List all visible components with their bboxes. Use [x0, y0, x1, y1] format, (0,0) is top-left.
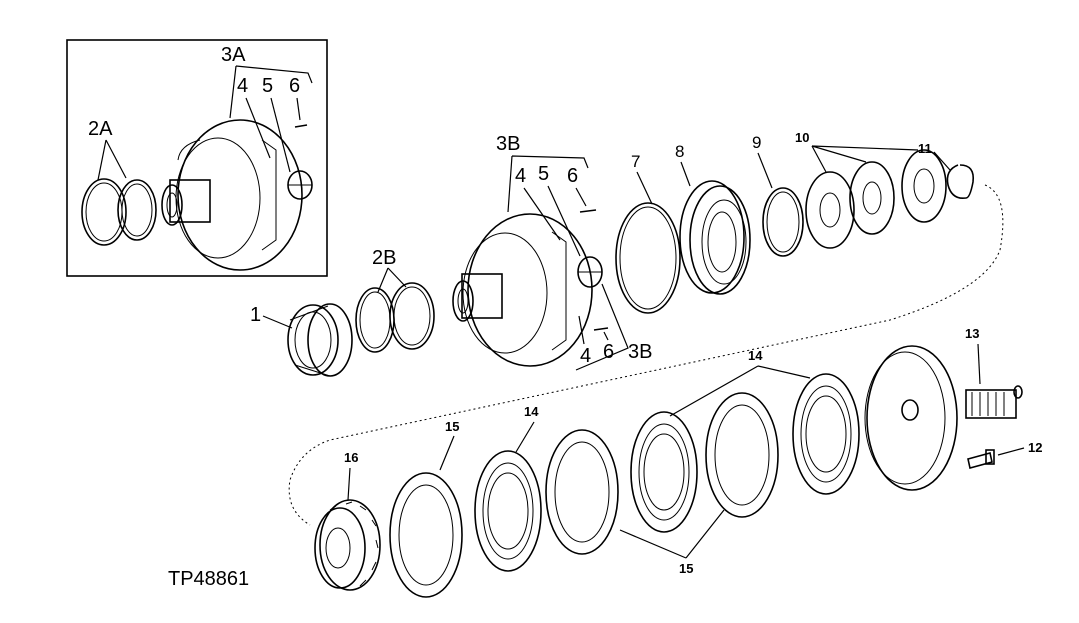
callout-10: 10 — [795, 130, 809, 145]
friction-disc-14 — [474, 373, 860, 572]
callout-13: 13 — [965, 326, 979, 341]
callout-8: 8 — [675, 142, 684, 161]
callout-5-inset: 5 — [262, 75, 273, 97]
callout-6-inset: 6 — [289, 75, 300, 97]
washer-10 — [805, 149, 947, 249]
callout-6-top: 6 — [567, 165, 578, 187]
callout-2a: 2A — [88, 118, 113, 140]
callout-11: 11 — [918, 141, 932, 156]
figure-id: TP48861 — [168, 568, 249, 590]
pin-6-inset — [294, 124, 308, 128]
callout-3b-bottom: 3B — [628, 341, 652, 363]
inset-frame — [66, 39, 328, 277]
callout-15-upper: 15 — [445, 419, 459, 434]
callout-16: 16 — [344, 450, 358, 465]
callout-1: 1 — [250, 304, 261, 326]
seal-9 — [762, 187, 804, 257]
callout-14-lower: 14 — [524, 404, 539, 419]
ring-7 — [615, 202, 681, 314]
drum-13 — [864, 345, 1023, 491]
bolt-12 — [967, 449, 995, 469]
ring-2b — [355, 282, 435, 353]
callout-6-bottom: 6 — [603, 341, 614, 363]
callout-15-lower: 15 — [679, 561, 693, 576]
callout-5-top: 5 — [538, 163, 549, 185]
pin-5-inset — [287, 170, 313, 200]
callout-4-bottom: 4 — [580, 345, 591, 367]
housing-3b — [452, 213, 593, 367]
pin-6-main — [579, 209, 597, 213]
bushing-1 — [287, 303, 353, 377]
callout-2b: 2B — [372, 247, 396, 269]
snap-ring-11 — [946, 164, 975, 200]
pin-6-lower — [593, 327, 609, 331]
ring-2a — [81, 178, 157, 246]
callout-4-inset: 4 — [237, 75, 248, 97]
assembly-axis — [288, 184, 1004, 526]
separator-plate-15 — [389, 392, 779, 598]
callout-7: 7 — [631, 152, 640, 171]
hub-gear-16 — [314, 499, 381, 591]
pin-5-main — [577, 256, 603, 288]
callout-9: 9 — [752, 133, 761, 152]
callout-3b-top: 3B — [496, 133, 520, 155]
callout-14-upper: 14 — [748, 348, 763, 363]
callout-3a: 3A — [221, 44, 246, 66]
callout-12: 12 — [1028, 440, 1042, 455]
callout-4-top: 4 — [515, 165, 526, 187]
housing-3a — [161, 119, 303, 271]
piston-8 — [679, 180, 751, 295]
